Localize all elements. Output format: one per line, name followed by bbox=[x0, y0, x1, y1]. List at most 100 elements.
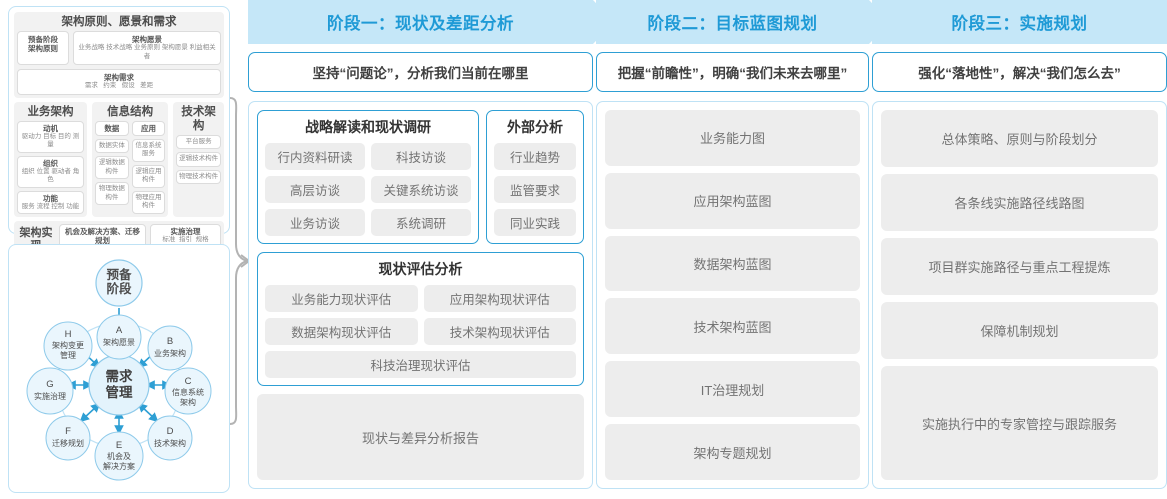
chip-tech-interview[interactable]: 科技访谈 bbox=[371, 143, 471, 170]
requirement-item: 假设 bbox=[121, 82, 135, 89]
phase-2-item-list: 业务能力图 应用架构蓝图 数据架构蓝图 技术架构蓝图 IT治理规划 架构专题规划 bbox=[605, 110, 860, 480]
adm-node-c-key: C bbox=[185, 376, 192, 387]
external-analysis-card: 外部分析 行业趋势 监管要求 同业实践 bbox=[486, 110, 584, 244]
adm-node-f-key: F bbox=[65, 426, 71, 437]
item-line-implementation-roadmap[interactable]: 各条线实施路径线路图 bbox=[881, 174, 1158, 231]
architecture-requirements-title: 架构需求 bbox=[104, 73, 134, 82]
item-expert-control-tracking-service[interactable]: 实施执行中的专家管控与跟踪服务 bbox=[881, 366, 1158, 480]
motivation-items: 驱动力 目标 目的 测量 bbox=[19, 133, 82, 150]
adm-node-c-label2: 架构 bbox=[180, 397, 196, 407]
adm-node-e-key: E bbox=[116, 440, 122, 451]
architecture-domain-columns: 业务架构 动机 驱动力 目标 目的 测量 组织 bbox=[14, 101, 224, 222]
data-entity-box: 数据实体 bbox=[94, 138, 129, 153]
data-entity-label: 数据实体 bbox=[98, 141, 125, 149]
item-technology-architecture-blueprint[interactable]: 技术架构蓝图 bbox=[605, 298, 860, 355]
information-system-service-box: 信息系统服务 bbox=[131, 138, 166, 162]
chip-internal-materials[interactable]: 行内资料研读 bbox=[265, 143, 365, 170]
information-structure-group: 信息结构 数据 数据实体 逻辑数据构件 bbox=[91, 101, 169, 217]
platform-service-box: 平台服务 bbox=[176, 134, 221, 149]
architecture-requirements-box: 架构需求 需求 约束 假设 差距 bbox=[17, 69, 221, 95]
opportunities-migration-head: 机会及解决方案、迁移规划 bbox=[65, 227, 141, 245]
chip-application-architecture-assessment[interactable]: 应用架构现状评估 bbox=[423, 285, 576, 312]
chip-industry-trend[interactable]: 行业趋势 bbox=[494, 143, 576, 170]
item: 驱动者 bbox=[51, 167, 71, 175]
adm-node-a bbox=[96, 314, 142, 360]
physical-technology-component-box: 物理技术构件 bbox=[176, 169, 221, 184]
item-data-architecture-blueprint[interactable]: 数据架构蓝图 bbox=[605, 235, 860, 292]
chip-business-interview[interactable]: 业务访谈 bbox=[265, 209, 365, 236]
strategy-research-row: 行内资料研读 科技访谈 bbox=[265, 143, 471, 170]
item-assurance-mechanism-plan[interactable]: 保障机制规划 bbox=[881, 302, 1158, 359]
item-it-governance-plan[interactable]: IT治理规划 bbox=[605, 361, 860, 418]
left-panel-title: 架构原则、愿景和需求 bbox=[61, 16, 177, 28]
item: 目标 bbox=[43, 132, 57, 140]
chip-tech-governance-assessment[interactable]: 科技治理现状评估 bbox=[265, 351, 576, 378]
chip-peer-practice[interactable]: 同业实践 bbox=[494, 209, 576, 236]
item-overall-strategy-principles-phasing[interactable]: 总体策略、原则与阶段划分 bbox=[881, 110, 1158, 167]
chip-technology-architecture-assessment[interactable]: 技术架构现状评估 bbox=[423, 318, 576, 345]
adm-node-b-label: 业务架构 bbox=[154, 348, 186, 358]
assessment-row: 数据架构现状评估 技术架构现状评估 bbox=[265, 318, 576, 345]
item: 流程 bbox=[36, 202, 50, 210]
phase-2-header[interactable]: 阶段二：目标蓝图规划 bbox=[596, 0, 890, 44]
phase-3-body: 总体策略、原则与阶段划分 各条线实施路径线路图 项目群实施路径与重点工程提炼 保… bbox=[872, 101, 1167, 489]
chip-system-research[interactable]: 系统调研 bbox=[371, 209, 471, 236]
phase-1-body: 战略解读和现状调研 行内资料研读 科技访谈 高层访谈 关键系统访谈 业务访谈 系… bbox=[248, 101, 593, 489]
adm-node-e-label1: 机会及 bbox=[107, 451, 131, 461]
adm-node-d bbox=[147, 415, 193, 461]
item: 标准 bbox=[162, 236, 176, 243]
adm-node-c bbox=[164, 367, 212, 415]
adm-node-e bbox=[94, 431, 144, 481]
item: 位置 bbox=[36, 167, 50, 175]
item-program-implementation-path[interactable]: 项目群实施路径与重点工程提炼 bbox=[881, 238, 1158, 295]
item-business-capability-map[interactable]: 业务能力图 bbox=[605, 110, 860, 166]
phase-3-header-title: 阶段三：实施规划 bbox=[951, 15, 1088, 33]
technology-architecture-title: 技术架构 bbox=[181, 105, 216, 132]
phase-3-header[interactable]: 阶段三：实施规划 bbox=[872, 0, 1167, 44]
vision-item: 业务原则 bbox=[134, 44, 160, 51]
chip-key-system-interview[interactable]: 关键系统访谈 bbox=[371, 176, 471, 203]
adm-cycle-panel: 预备 阶段 需求 管理 A 架构愿景 B 业务架构 C 信息系统 架构 bbox=[8, 244, 230, 493]
logical-technology-component-box: 逻辑技术构件 bbox=[176, 152, 221, 167]
data-head-box: 数据 bbox=[94, 120, 129, 136]
logical-data-component-label: 逻辑数据构件 bbox=[98, 159, 125, 175]
current-state-assessment-card: 现状评估分析 业务能力现状评估 应用架构现状评估 数据架构现状评估 技术架构现状… bbox=[257, 252, 584, 386]
item-application-architecture-blueprint[interactable]: 应用架构蓝图 bbox=[605, 172, 860, 229]
phase-column-3: 阶段三：实施规划 强化“落地性”，解决“我们怎么去” 总体策略、原则与阶段划分 … bbox=[872, 0, 1167, 499]
phase-1-header[interactable]: 阶段一：现状及差距分析 bbox=[248, 0, 614, 44]
technology-architecture-group: 技术架构 平台服务 逻辑技术构件 物理技术构件 bbox=[173, 101, 224, 217]
adm-preliminary-line2: 阶段 bbox=[106, 281, 132, 296]
chip-regulatory-requirement[interactable]: 监管要求 bbox=[494, 176, 576, 203]
business-architecture-title: 业务架构 bbox=[27, 105, 74, 118]
chip-data-architecture-assessment[interactable]: 数据架构现状评估 bbox=[265, 318, 418, 345]
business-architecture-group: 业务架构 动机 驱动力 目标 目的 测量 组织 bbox=[14, 101, 87, 217]
implementation-governance-head: 实施治理 bbox=[170, 227, 201, 236]
technology-architecture-items: 平台服务 逻辑技术构件 物理技术构件 bbox=[176, 134, 221, 184]
motivation-head: 动机 bbox=[42, 123, 58, 133]
phase-1-top-row: 战略解读和现状调研 行内资料研读 科技访谈 高层访谈 关键系统访谈 业务访谈 系… bbox=[257, 110, 584, 244]
vision-item: 业务战略 bbox=[78, 44, 105, 51]
strategy-research-row: 高层访谈 关键系统访谈 bbox=[265, 176, 471, 203]
phase-1-subtitle-box: 坚持“问题论”，分析我们当前在哪里 bbox=[248, 52, 593, 92]
item-architecture-topic-plan[interactable]: 架构专题规划 bbox=[605, 424, 860, 480]
phase-2-subtitle: 把握“前瞻性”，明确“我们未来去哪里” bbox=[617, 66, 848, 81]
vision-item: 技术战略 bbox=[106, 44, 133, 51]
brace-connector-icon bbox=[229, 97, 250, 425]
item: 规格 bbox=[195, 236, 209, 243]
chip-executive-interview[interactable]: 高层访谈 bbox=[265, 176, 365, 203]
gap-analysis-report[interactable]: 现状与差异分析报告 bbox=[257, 394, 584, 480]
vision-item: 架构愿景 bbox=[161, 44, 188, 51]
chip-business-capability-assessment[interactable]: 业务能力现状评估 bbox=[265, 285, 418, 312]
item: 组织 bbox=[21, 167, 35, 175]
item: 控制 bbox=[51, 202, 65, 210]
item: 功能 bbox=[66, 202, 80, 210]
adm-node-h-label1: 架构变更 bbox=[52, 340, 84, 350]
requirement-item: 约束 bbox=[103, 82, 117, 89]
adm-center-line1: 需求 bbox=[106, 368, 133, 384]
adm-node-g-label: 实施治理 bbox=[34, 391, 66, 401]
architecture-principles-group: 架构原则、愿景和需求 预备阶段 架构原则 架构愿景 业务战略 技术战略 业务原则… bbox=[14, 12, 224, 98]
function-block: 功能 服务 流程 控制 功能 bbox=[17, 190, 84, 214]
application-head-box: 应用 bbox=[131, 120, 166, 136]
phase-2-subtitle-box: 把握“前瞻性”，明确“我们未来去哪里” bbox=[596, 52, 869, 92]
item: 角色 bbox=[47, 167, 80, 184]
